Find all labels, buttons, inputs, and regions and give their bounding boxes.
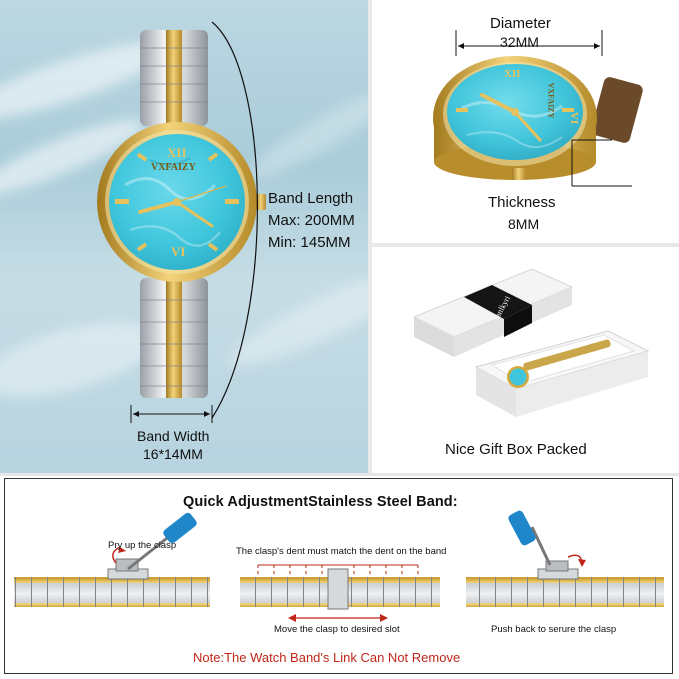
watch-closeup-illustration [433,30,643,187]
gift-box-panel: Sanlkyri [372,247,679,473]
main-watch-panel [0,0,368,473]
screwdriver-step3 [508,510,552,566]
gift-box-illustration [412,268,650,417]
step2-bottom-caption: Move the clasp to desired slot [274,624,400,635]
step2-top-caption: The clasp's dent must match the dent on … [236,546,447,557]
roman-numeral-xii-closeup: XII [504,68,521,80]
upper-bracelet [140,30,208,126]
roman-numeral-vi-closeup: VI [568,111,581,125]
crown [256,194,266,210]
brand-logo-closeup: VXFAIZY [546,82,556,119]
roman-numeral-xii: XII [167,145,187,160]
screwdriver-step1 [127,512,197,571]
diameter-label: Diameter [490,15,551,32]
thickness-value: 8MM [508,216,540,232]
adjustment-title: Quick AdjustmentStainless Steel Band: [183,494,458,510]
lower-bracelet [140,278,208,398]
adjustment-steps-illustration [14,510,664,622]
step1-caption: Pry up the clasp [108,540,177,551]
gift-box-caption: Nice Gift Box Packed [445,441,587,458]
main-watch-illustration [97,21,266,423]
link-removal-note: Note:The Watch Band's Link Can Not Remov… [193,650,461,665]
band-step1 [14,577,210,607]
panel-divider-horizontal [372,243,679,247]
diameter-value: 32MM [500,34,539,50]
band-step3 [466,577,664,607]
thickness-label: Thickness [488,194,556,211]
brand-logo: VXFAIZY [151,162,196,173]
band-length-min: Min: 145MM [268,234,351,251]
step3-caption: Push back to serure the clasp [491,624,617,635]
roman-numeral-vi: VI [171,244,186,259]
diameter-panel: XII VI VXFAIZY [372,0,679,243]
band-length-label: Band Length [268,190,354,207]
band-width-label: Band Width [137,428,210,444]
instructions-frame [4,478,673,674]
band-width-value: 16*14MM [143,446,203,462]
band-length-max: Max: 200MM [268,212,355,229]
panel-divider-vertical [368,0,372,473]
